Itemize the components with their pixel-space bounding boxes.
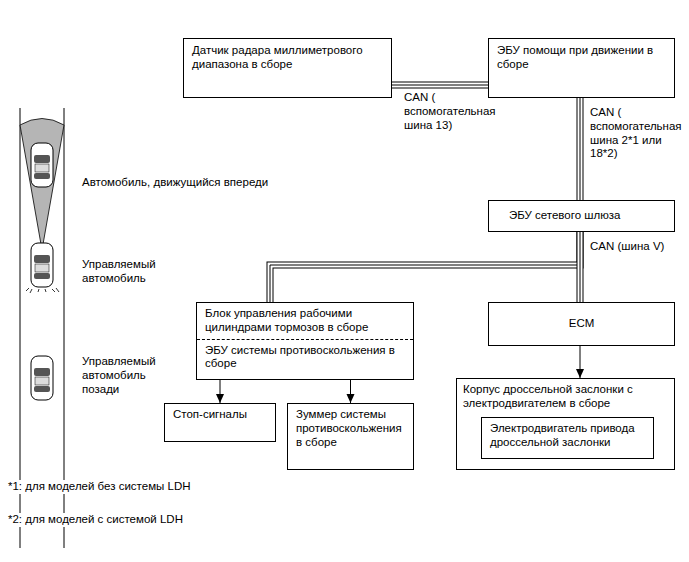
node-title: ECM: [495, 317, 668, 331]
driving-support-ecu-box: ЭБУ помощи при движении в сборе: [488, 38, 675, 98]
can-bus-line: [270, 232, 580, 302]
node-title: Электродвигатель привода дроссельной зас…: [490, 422, 645, 450]
radar-sensor-box: Датчик радара миллиметрового диапазона в…: [183, 38, 392, 98]
bus-label: CAN ( вспомогательная шина 2*1 или 18*2): [590, 106, 682, 161]
node-title: Датчик радара миллиметрового диапазона в…: [192, 44, 383, 72]
node-title: ЭБУ сетевого шлюза: [509, 209, 654, 223]
car-label: Автомобиль, движущийся впереди: [82, 176, 312, 190]
controlled-car: [26, 243, 59, 293]
footnote: *2: для моделей с системой LDH: [8, 513, 408, 527]
car-ahead: [31, 143, 53, 187]
car-behind: [31, 356, 53, 400]
throttle-body-box: Корпус дроссельной заслонки с электродви…: [456, 378, 675, 470]
car-label: Управляемый автомобиль: [82, 258, 182, 286]
node-title: Стоп-сигналы: [173, 408, 267, 422]
footnote: *1: для моделей без системы LDH: [8, 480, 408, 494]
can-bus-line: [392, 85, 488, 86]
gateway-ecu-box: ЭБУ сетевого шлюза: [488, 200, 675, 232]
radar-beam: [20, 119, 64, 251]
can-bus-line: [580, 232, 581, 302]
node-title: Зуммер системы противоскольжения в сборе: [296, 408, 405, 449]
stop-lamp-box: Стоп-сигналы: [164, 403, 276, 442]
node-title: ЭБУ помощи при движении в сборе: [497, 44, 666, 72]
brake-actuator-box: Блок управления рабочими цилиндрами торм…: [196, 302, 414, 380]
node-subtitle: ЭБУ системы противоскольжения в сборе: [197, 339, 413, 376]
car-label: Управляемый автомобиль позади: [82, 355, 182, 396]
ecm-box: ECM: [488, 302, 675, 346]
node-title: Блок управления рабочими цилиндрами торм…: [197, 303, 413, 339]
bus-label: CAN ( вспомогательная шина 13): [404, 91, 482, 132]
buzzer-box: Зуммер системы противоскольжения в сборе: [287, 403, 414, 470]
throttle-motor-box: Электродвигатель привода дроссельной зас…: [481, 417, 654, 459]
signal-arrow: [580, 346, 581, 378]
can-bus-line: [580, 98, 581, 200]
bus-label: CAN (шина V): [590, 240, 680, 254]
signal-arrow: [350, 380, 351, 403]
signal-arrow: [220, 380, 221, 403]
node-title: Корпус дроссельной заслонки с электродви…: [463, 383, 668, 411]
